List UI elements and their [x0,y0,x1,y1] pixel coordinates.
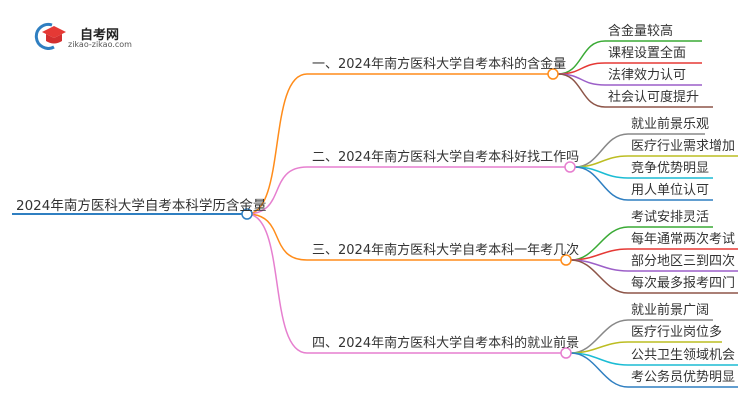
branch-node[interactable]: 一、2024年南方医科大学自考本科的含金量 [312,57,567,72]
graduation-cap-icon [34,22,66,50]
leaf-node[interactable]: 就业前景乐观 [631,117,710,132]
branch-connector [246,166,565,215]
leaf-connector [574,155,738,168]
root-collapse-toggle[interactable] [241,208,253,220]
branch-connector [246,213,561,261]
leaf-connector [570,259,738,294]
branch-collapse-toggle[interactable] [560,254,572,266]
root-node[interactable]: 2024年南方医科大学自考本科学历含金量 [16,198,267,214]
leaf-node[interactable]: 每年通常两次考试 [631,232,736,247]
leaf-node[interactable]: 社会认可度提升 [608,90,700,105]
leaf-connector [570,226,713,261]
leaf-node[interactable]: 课程设置全面 [608,46,687,61]
branch-node[interactable]: 二、2024年南方医科大学自考本科好找工作吗 [312,150,580,165]
leaf-node[interactable]: 部分地区三到四次 [631,254,736,269]
leaf-connector [574,133,705,168]
leaf-node[interactable]: 含金量较高 [608,24,674,39]
leaf-connector [570,341,722,354]
branch-collapse-toggle[interactable] [547,68,559,80]
leaf-connector [557,40,702,75]
branch-connector [246,213,561,354]
leaf-node[interactable]: 考公务员优势明显 [631,370,736,385]
branch-connector [246,73,548,215]
leaf-node[interactable]: 竞争优势明显 [631,161,710,176]
leaf-connector [570,352,738,388]
leaf-node[interactable]: 考试安排灵活 [631,210,710,225]
leaf-connector [570,319,713,354]
leaf-node[interactable]: 医疗行业岗位多 [631,325,723,340]
branch-node[interactable]: 三、2024年南方医科大学自考本科一年考几次 [312,243,580,258]
logo-title: 自考网 [80,28,120,43]
leaf-node[interactable]: 每次最多报考四门 [631,276,736,291]
leaf-node[interactable]: 公共卫生领域机会 [631,348,736,363]
leaf-connector [570,248,738,261]
leaf-node[interactable]: 就业前景广阔 [631,303,710,318]
leaf-connector [557,73,713,108]
leaf-node[interactable]: 医疗行业需求增加 [631,139,736,154]
branch-collapse-toggle[interactable] [560,347,572,359]
leaf-connector [574,166,713,201]
branch-node[interactable]: 四、2024年南方医科大学自考本科的就业前景 [312,336,580,351]
leaf-node[interactable]: 法律效力认可 [608,68,687,83]
logo-url: zikao-zikao.com [68,40,132,49]
leaf-node[interactable]: 用人单位认可 [631,183,710,198]
branch-collapse-toggle[interactable] [564,161,576,173]
